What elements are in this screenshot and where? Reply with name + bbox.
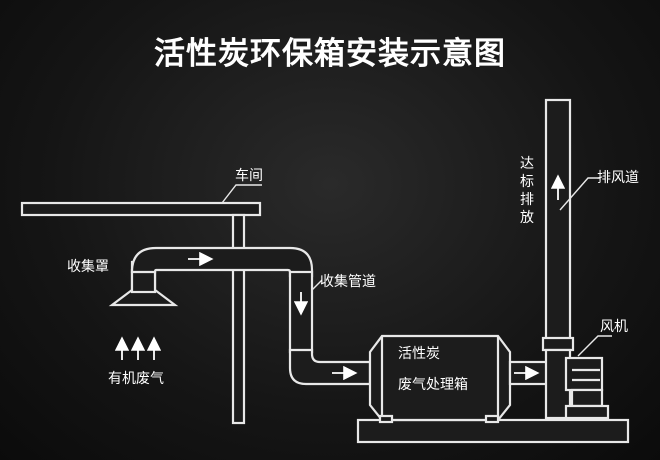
leader-workshop — [221, 184, 262, 204]
label-hood: 收集罩 — [67, 258, 109, 275]
label-exhaust-4: 放 — [520, 210, 534, 226]
leader-exhaust — [559, 177, 600, 211]
fan-housing — [564, 356, 604, 392]
label-workshop: 车间 — [235, 167, 263, 184]
leader-duct — [311, 279, 323, 291]
label-exhaust-2: 标 — [520, 174, 534, 190]
leader-fan — [577, 335, 612, 357]
exhaust-stack — [544, 98, 572, 352]
lower-bend — [288, 348, 372, 386]
support-column — [231, 213, 246, 425]
label-fan: 风机 — [600, 319, 628, 335]
horizontal-duct — [130, 246, 314, 278]
label-duct: 收集管道 — [320, 273, 376, 290]
label-box-line2: 废气处理箱 — [398, 377, 468, 393]
carbon-box — [368, 334, 512, 422]
label-exhaust-pipe: 排风道 — [597, 170, 639, 186]
label-waste-gas: 有机废气 — [108, 371, 164, 387]
label-exhaust-3: 排 — [520, 192, 534, 208]
label-box-line1: 活性炭 — [398, 346, 440, 362]
label-exhaust-1: 达 — [520, 156, 534, 172]
diagram-title: 活性炭环保箱安装示意图 — [154, 36, 506, 72]
carbon-box-base — [356, 418, 630, 444]
workshop-platform — [20, 201, 262, 217]
